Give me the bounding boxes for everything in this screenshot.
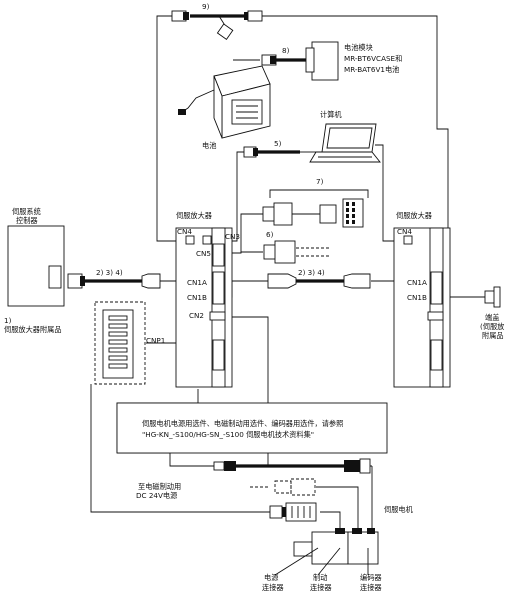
cable-6: 6) (263, 230, 330, 264)
battery-module: 8) 电池模块 MR-BT6VCASE和 MR-BAT6V1电池 (261, 41, 402, 81)
cable-7: 7) (262, 177, 369, 228)
battery-module-name: 电池模块 (344, 43, 373, 52)
battery-unit: 电池 (178, 65, 271, 150)
cable-234-left: 2) 3) 4) (67, 268, 161, 289)
label-9: 9) (202, 2, 210, 11)
label-5: 5) (274, 139, 282, 148)
amp1-cn5-label: CN5 (196, 249, 211, 258)
label-234-mid: 2) 3) 4) (298, 268, 325, 277)
servo-controller: 伺服系统 控制器 1) 伺服放大器附属品 (4, 207, 65, 334)
amp1-cn4-label: CN4 (177, 227, 192, 236)
encoder-cable (213, 458, 371, 474)
computer: 计算机 (309, 110, 381, 163)
brake-connector-1: 制动 (313, 573, 327, 582)
terminal-label-3: 附属品 (482, 331, 504, 340)
terminal-label-1: 端盖 (485, 313, 499, 322)
power-cable (269, 502, 317, 522)
label-8: 8) (282, 46, 290, 55)
label-6: 6) (266, 230, 274, 239)
note-box: 伺服电机电源用选件、电磁制动用选件、编码器用选件，请参照 "HG-KN_-S10… (116, 402, 388, 454)
cable-5: 5) (243, 139, 300, 158)
label-234-left: 2) 3) 4) (96, 268, 123, 277)
brake-supply-1: 至电磁制动用 (138, 482, 181, 491)
servo-amplifier-2: 伺服放大器 CN4 CN1A CN1B (393, 211, 451, 388)
amp1-cn3-label: CN3 (225, 232, 240, 241)
servo-motor-label: 伺服电机 (384, 505, 414, 514)
battery-module-case: MR-BT6VCASE和 (344, 54, 402, 63)
amplifier-2-title: 伺服放大器 (396, 211, 432, 220)
amp1-cn1a-label: CN1A (187, 278, 207, 287)
brake-cable: 至电磁制动用 DC 24V电源 (136, 478, 316, 500)
amplifier-1-title: 伺服放大器 (176, 211, 212, 220)
note-line-2: "HG-KN_-S100/HG-SN_-S100 伺服电机技术资料集" (142, 430, 314, 439)
amp2-cn1b-label: CN1B (407, 293, 427, 302)
accessory-label: 伺服放大器附属品 (4, 325, 62, 334)
servo-motor: 伺服电机 电源 连接器 制动 连接器 编码器 连接器 (262, 505, 414, 592)
amp1-cnp1-label: CNP1 (146, 336, 165, 345)
encoder-connector-2: 连接器 (360, 583, 382, 592)
encoder-connector-1: 编码器 (360, 573, 382, 582)
label-7: 7) (316, 177, 324, 186)
battery-module-battery: MR-BAT6V1电池 (344, 65, 399, 74)
power-connector-2: 连接器 (262, 583, 284, 592)
controller-name-2: 控制器 (16, 216, 38, 225)
amp1-cn1b-label: CN1B (187, 293, 207, 302)
amp2-cn4-label: CN4 (397, 227, 412, 236)
battery-label: 电池 (202, 141, 216, 150)
power-connector-1: 电源 (264, 573, 278, 582)
terminal-cap: 端盖 (伺服放 附属品 (480, 286, 504, 340)
amp1-cn2-label: CN2 (189, 311, 204, 320)
servo-amplifier-1: 伺服放大器 CN4 CN3 CN5 CN1A CN1B CN2 CNP1 (146, 211, 240, 388)
cnp1-connector (94, 301, 146, 385)
cable-234-mid: 2) 3) 4) (267, 268, 371, 289)
terminal-label-2: (伺服放 (480, 322, 504, 331)
controller-name-1: 伺服系统 (12, 207, 41, 216)
accessory-number: 1) (4, 316, 12, 325)
brake-supply-2: DC 24V电源 (136, 491, 177, 500)
note-line-1: 伺服电机电源用选件、电磁制动用选件、编码器用选件，请参照 (142, 419, 343, 428)
brake-connector-2: 连接器 (310, 583, 332, 592)
amp2-cn1a-label: CN1A (407, 278, 427, 287)
computer-label: 计算机 (320, 110, 342, 119)
cable-9: 9) (171, 2, 263, 40)
